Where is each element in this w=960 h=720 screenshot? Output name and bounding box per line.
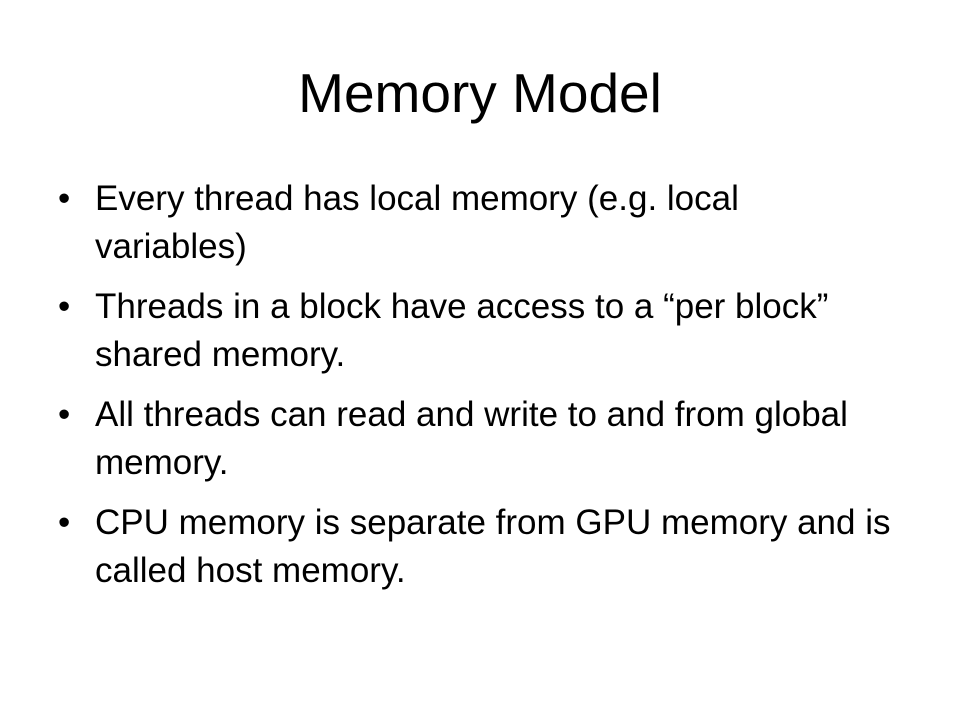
bullet-list: • Every thread has local memory (e.g. lo… [58, 175, 898, 607]
bullet-item: • CPU memory is separate from GPU memory… [58, 499, 898, 595]
bullet-item: • All threads can read and write to and … [58, 391, 898, 487]
bullet-item: • Threads in a block have access to a “p… [58, 283, 898, 379]
bullet-text: Threads in a block have access to a “per… [95, 287, 829, 374]
bullet-text: CPU memory is separate from GPU memory a… [95, 503, 891, 590]
bullet-icon: • [58, 503, 71, 542]
bullet-icon: • [58, 179, 71, 218]
slide-title: Memory Model [298, 62, 662, 124]
bullet-icon: • [58, 287, 71, 326]
bullet-icon: • [58, 395, 71, 434]
bullet-item: • Every thread has local memory (e.g. lo… [58, 175, 898, 271]
bullet-text: All threads can read and write to and fr… [95, 395, 848, 482]
bullet-text: Every thread has local memory (e.g. loca… [95, 179, 739, 266]
